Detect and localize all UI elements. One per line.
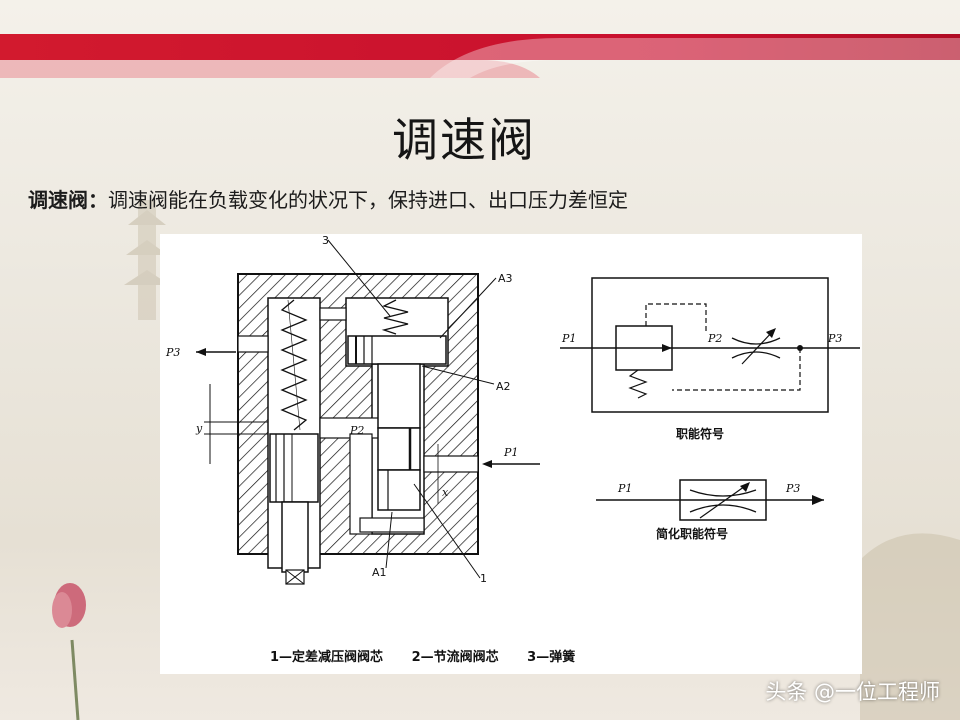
left-spool [269,299,319,585]
symbol-full-p3: P3 [827,332,842,345]
valve-figure: P3 y P2 P1 x 3 A3 A2 A1 [160,234,862,674]
pagoda-silhouette [124,200,170,320]
legend-item: 3—弹簧 [527,650,576,665]
label-y: y [195,422,203,435]
right-spool [347,299,447,511]
symbol-full-caption: 职能符号 [676,426,724,441]
label-spring-num: 3 [322,234,329,247]
legend-item: 2—节流阀阀芯 [411,650,499,665]
label-x: x [442,486,449,499]
symbol-full-p2: P2 [707,332,722,345]
label-p3-left: P3 [165,346,180,359]
label-a1: A1 [372,566,387,579]
valve-diagram: P3 y P2 P1 x 3 A3 A2 A1 [165,234,860,585]
label-p2-mid: P2 [349,424,364,437]
subtitle-lead: 调速阀： [28,188,108,212]
watermark: 头条 @一位工程师 [765,680,940,704]
function-symbol-full: P1 P2 P3 职能符号 [560,277,860,441]
symbol-simple-caption: 简化职能符号 [656,526,728,541]
label-a3: A3 [498,272,513,285]
label-a2: A2 [496,380,511,393]
function-symbol-simple: P1 P3 简化职能符号 [596,479,824,541]
subtitle-text: 调速阀能在负载变化的状况下，保持进口、出口压力差恒定 [108,188,628,212]
figure-legend: 1—定差减压阀阀芯 2—节流阀阀芯 3—弹簧 [160,646,862,665]
page-title: 调速阀 [392,113,536,167]
legend-item: 1—定差减压阀阀芯 [270,650,384,665]
symbol-full-p1: P1 [561,332,576,345]
lotus-flower [52,583,86,720]
section-annotations: P3 y P2 P1 x 3 A3 A2 A1 [165,234,540,585]
label-p1-right: P1 [503,446,518,459]
header-banner [0,34,960,78]
symbol-simple-p1: P1 [617,482,632,495]
label-core-num: 1 [480,572,487,585]
symbol-simple-p3: P3 [785,482,800,495]
subtitle: 调速阀：调速阀能在负载变化的状况下，保持进口、出口压力差恒定 [28,184,628,213]
